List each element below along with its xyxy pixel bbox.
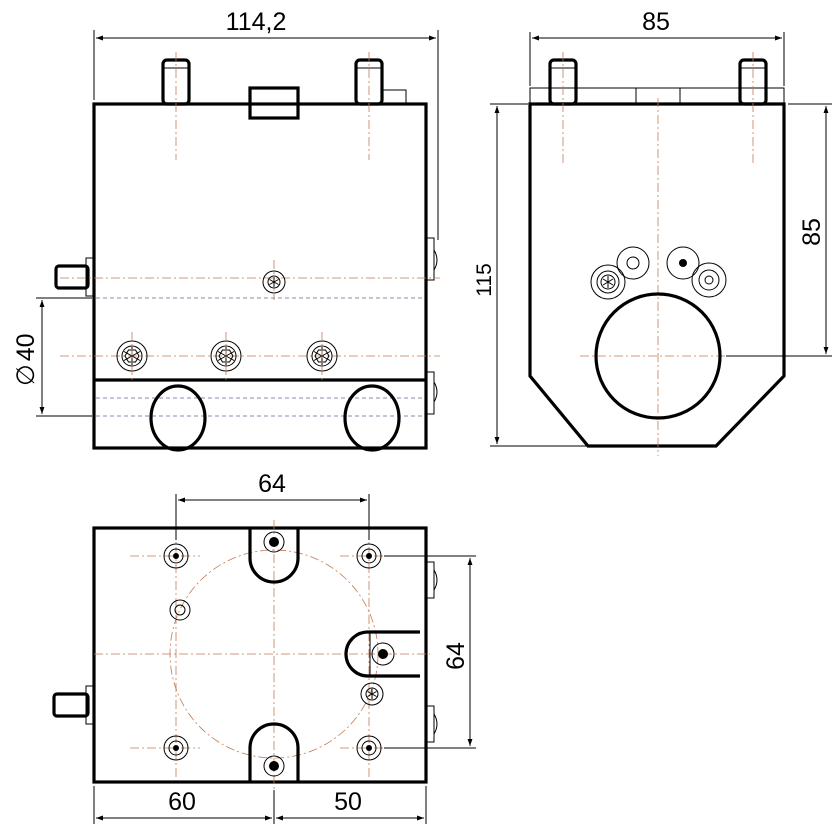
side-view: 85 85 115 — [473, 8, 832, 456]
top-right-clips — [425, 561, 438, 743]
front-body-outline — [92, 102, 428, 450]
svg-text:∅40: ∅ 40 — [12, 333, 40, 386]
top-view: 64 64 60 50 — [52, 470, 476, 824]
dim-top-spacing-x: 64 — [175, 470, 370, 540]
top-small-hole — [169, 599, 191, 621]
dim-side-left-height: 115 — [473, 103, 586, 447]
side-port-screw — [590, 264, 626, 300]
front-lower-oval-right — [343, 384, 401, 452]
side-top-rim — [529, 87, 785, 105]
side-port-open — [616, 246, 650, 280]
dim-bore-diameter-symbol: ∅ — [12, 364, 40, 386]
top-left-connector — [52, 660, 95, 730]
top-clamp-right — [344, 630, 420, 678]
top-clamp-bottom — [248, 722, 300, 782]
front-lower-oval-left — [149, 384, 207, 452]
front-clamp-bolt-2 — [210, 332, 242, 380]
top-body-outline — [92, 526, 428, 784]
dim-side-right-height: 85 — [726, 103, 832, 357]
dim-bore-diameter-value: 40 — [12, 333, 40, 361]
front-clamp-bolt-3 — [306, 332, 338, 380]
dim-top-left-offset-label: 60 — [168, 788, 196, 816]
dim-side-width: 85 — [529, 8, 785, 86]
dim-top-spacing-y-label: 64 — [442, 642, 470, 670]
dim-front-width: 114,2 — [93, 8, 439, 240]
front-small-screw — [262, 270, 286, 294]
dim-front-width-label: 114,2 — [226, 8, 287, 36]
top-clamp-top — [248, 528, 300, 584]
top-small-screw — [360, 682, 384, 706]
side-bore — [594, 292, 722, 420]
front-top-tab — [381, 89, 407, 105]
side-body-outline — [528, 102, 786, 448]
dim-top-spacing-x-label: 64 — [258, 470, 286, 498]
side-port-nozzle — [691, 262, 727, 298]
dim-side-left-height-label: 115 — [473, 263, 496, 296]
dim-side-right-height-label: 85 — [798, 218, 826, 246]
front-right-clips — [425, 237, 438, 415]
dim-side-width-label: 85 — [642, 8, 670, 36]
front-left-connector — [54, 257, 95, 297]
side-port-plugged — [666, 246, 700, 280]
dim-bore-diameter: ∅ 40 — [12, 297, 92, 417]
dim-top-offsets: 60 50 — [93, 786, 427, 824]
front-top-key — [248, 86, 300, 120]
dim-top-right-offset-label: 50 — [334, 788, 362, 816]
front-clamp-bolt-1 — [116, 332, 148, 380]
dim-top-spacing-y: 64 — [384, 555, 476, 749]
front-view: 114,2 ∅ 40 — [12, 8, 440, 452]
